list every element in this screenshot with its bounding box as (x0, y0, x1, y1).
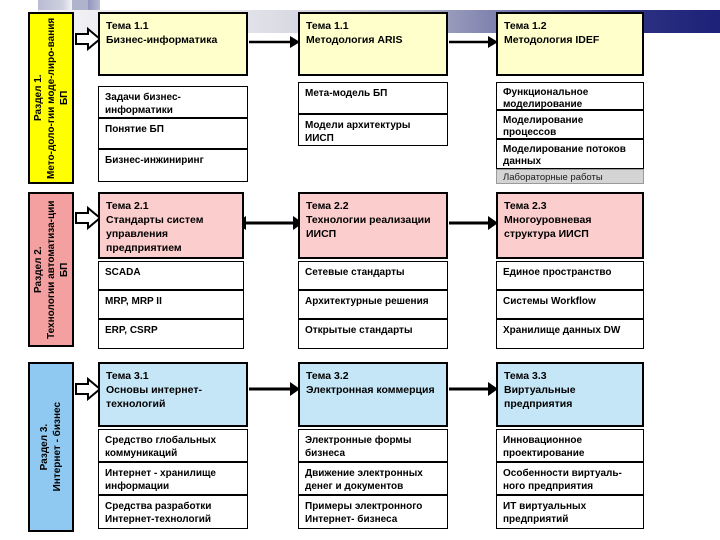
topic-title: Бизнес-информатика (106, 34, 218, 46)
topic-number: Тема 1.1 (106, 20, 149, 32)
sub-item[interactable]: Мета-модель БП (298, 82, 448, 114)
sub-item[interactable]: Примеры электронного Интернет- бизнеса (298, 495, 448, 529)
sub-item[interactable]: Средства разработки Интернет-технологий (98, 495, 248, 529)
sub-item[interactable]: Инновационное проектирование (496, 429, 644, 462)
sub-item[interactable]: Системы Workflow (496, 290, 644, 319)
block-arrow-row2 (75, 205, 102, 231)
topic-box-2-2[interactable]: Тема 2.2 Технологии реализации ИИСП (298, 192, 448, 259)
topic-title: Виртуальные предприятия (504, 384, 576, 410)
topic-number: Тема 2.3 (504, 200, 547, 212)
sub-item[interactable]: Особенности виртуаль- ного предприятия (496, 462, 644, 495)
sub-item[interactable]: Функциональное моделирование (496, 82, 644, 110)
sub-item[interactable]: Средство глобальных коммуникаций (98, 429, 248, 462)
topic-title: Стандарты систем управления предприятием (106, 214, 204, 254)
topic-title: Электронная коммерция (306, 384, 435, 396)
topic-title: Методология ARIS (306, 34, 403, 46)
topic-number: Тема 3.1 (106, 370, 149, 382)
sub-item[interactable]: SCADA (98, 261, 244, 290)
sub-item[interactable]: Моделирование процессов (496, 110, 644, 139)
block-arrow-row3 (75, 376, 102, 402)
topic-number: Тема 1.2 (504, 20, 547, 32)
topic-box-1-1[interactable]: Тема 1.1 Бизнес-информатика (98, 12, 248, 76)
topic-box-3-1[interactable]: Тема 3.1 Основы интернет- технологий (98, 362, 248, 427)
section-bar-2: Раздел 2. Технологии автоматиза-ции БП (28, 192, 74, 347)
sub-item[interactable]: Сетевые стандарты (298, 261, 448, 290)
banner-accent-left (38, 0, 100, 11)
topic-box-2-3[interactable]: Тема 2.3 Многоуровневая структура ИИСП (496, 192, 644, 259)
topic-box-2-1[interactable]: Тема 2.1 Стандарты систем управления пре… (98, 192, 244, 259)
sub-item[interactable]: Понятие БП (98, 118, 248, 149)
sub-item[interactable]: Архитектурные решения (298, 290, 448, 319)
lab-works-badge[interactable]: Лабораторные работы (496, 169, 644, 184)
sub-item[interactable]: Открытые стандарты (298, 319, 448, 349)
topic-number: Тема 2.1 (106, 200, 149, 212)
topic-box-1-2[interactable]: Тема 1.1 Методология ARIS (298, 12, 448, 76)
section-bar-1: Раздел 1. Мето-доло-гии моде-лиро-вания … (28, 12, 74, 184)
banner-accent-left-block (72, 0, 88, 12)
sub-item[interactable]: ERP, CSRP (98, 319, 244, 349)
sub-item[interactable]: ИТ виртуальных предприятий (496, 495, 644, 529)
sub-item[interactable]: Электронные формы бизнеса (298, 429, 448, 462)
topic-number: Тема 2.2 (306, 200, 349, 212)
block-arrow-row1 (75, 26, 102, 52)
topic-title: Многоуровневая структура ИИСП (504, 214, 592, 240)
sub-item[interactable]: Моделирование потоков данных (496, 139, 644, 169)
sub-item[interactable]: Задачи бизнес- информатики (98, 86, 248, 118)
topic-title: Основы интернет- технологий (106, 384, 202, 410)
sub-item[interactable]: Движение электронных денег и документов (298, 462, 448, 495)
topic-box-3-2[interactable]: Тема 3.2 Электронная коммерция (298, 362, 448, 427)
sub-item[interactable]: Хранилище данных DW (496, 319, 644, 349)
section-bar-3: Раздел 3. Интернет - бизнес (28, 362, 74, 532)
sub-item[interactable]: Бизнес-инжиниринг (98, 149, 248, 182)
topic-box-1-3[interactable]: Тема 1.2 Методология IDEF (496, 12, 644, 76)
sub-item[interactable]: Интернет - хранилище информации (98, 462, 248, 495)
topic-number: Тема 1.1 (306, 20, 349, 32)
topic-title: Методология IDEF (504, 34, 600, 46)
topic-number: Тема 3.2 (306, 370, 349, 382)
sub-item[interactable]: MRP, MRP II (98, 290, 244, 319)
topic-number: Тема 3.3 (504, 370, 547, 382)
sub-item[interactable]: Единое пространство (496, 261, 644, 290)
topic-title: Технологии реализации ИИСП (306, 214, 431, 240)
topic-box-3-3[interactable]: Тема 3.3 Виртуальные предприятия (496, 362, 644, 427)
sub-item[interactable]: Модели архитектуры ИИСП (298, 114, 448, 146)
